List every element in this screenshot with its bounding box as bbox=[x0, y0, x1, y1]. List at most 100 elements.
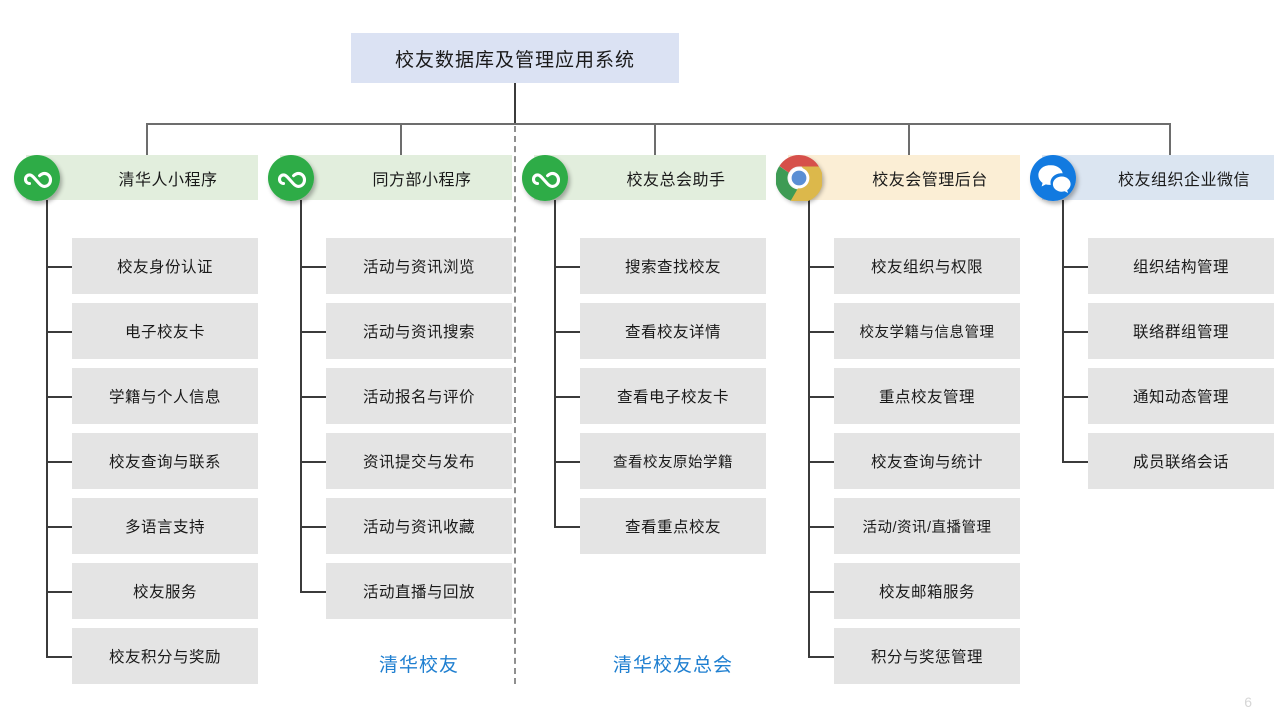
branch-elbow-connector bbox=[46, 331, 72, 333]
feature-item-box[interactable]: 查看校友原始学籍 bbox=[580, 433, 766, 489]
branch-column-alumni-association-assistant: 校友总会助手搜索查找校友查看校友详情查看电子校友卡查看校友原始学籍查看重点校友清… bbox=[516, 155, 766, 676]
branch-elbow-connector bbox=[808, 331, 834, 333]
feature-item-box[interactable]: 重点校友管理 bbox=[834, 368, 1020, 424]
branch-elbow-connector bbox=[300, 461, 326, 463]
feature-item-box[interactable]: 校友积分与奖励 bbox=[72, 628, 258, 684]
branch-elbow-connector bbox=[554, 266, 580, 268]
branch-drop-1 bbox=[146, 125, 148, 155]
branch-header-label: 校友组织企业微信 bbox=[1117, 171, 1250, 189]
wechat-miniprogram-icon bbox=[14, 155, 60, 201]
branch-drop-4 bbox=[908, 125, 910, 155]
feature-item-box[interactable]: 联络群组管理 bbox=[1088, 303, 1274, 359]
branch-caption: 清华校友总会 bbox=[612, 655, 733, 676]
feature-item-box[interactable]: 资讯提交与发布 bbox=[326, 433, 512, 489]
branch-elbow-connector bbox=[554, 396, 580, 398]
feature-item-box[interactable]: 校友组织与权限 bbox=[834, 238, 1020, 294]
branch-elbow-connector bbox=[46, 526, 72, 528]
branch-column-alumni-org-wecom: 校友组织企业微信组织结构管理联络群组管理通知动态管理成员联络会话 bbox=[1024, 155, 1274, 489]
branch-elbow-connector bbox=[46, 656, 72, 658]
feature-item-box[interactable]: 校友邮箱服务 bbox=[834, 563, 1020, 619]
feature-item-box[interactable]: 校友身份认证 bbox=[72, 238, 258, 294]
feature-item-box[interactable]: 学籍与个人信息 bbox=[72, 368, 258, 424]
branch-elbow-connector bbox=[300, 331, 326, 333]
branch-header-label: 同方部小程序 bbox=[372, 171, 472, 189]
trunk-vertical-connector bbox=[514, 83, 516, 124]
feature-item-box[interactable]: 活动报名与评价 bbox=[326, 368, 512, 424]
feature-item-box[interactable]: 校友学籍与信息管理 bbox=[834, 303, 1020, 359]
branch-elbow-connector bbox=[46, 266, 72, 268]
page-number: 6 bbox=[1244, 694, 1252, 710]
feature-item-box[interactable]: 组织结构管理 bbox=[1088, 238, 1274, 294]
branch-column-tsinghua-people-miniprogram: 清华人小程序校友身份认证电子校友卡学籍与个人信息校友查询与联系多语言支持校友服务… bbox=[8, 155, 258, 684]
wecom-icon bbox=[1030, 155, 1076, 201]
branch-elbow-connector bbox=[300, 526, 326, 528]
branch-header-background bbox=[280, 155, 512, 200]
branch-header-alumni-association-assistant[interactable]: 校友总会助手 bbox=[516, 155, 766, 201]
branch-elbow-connector bbox=[46, 461, 72, 463]
feature-item-box[interactable]: 校友服务 bbox=[72, 563, 258, 619]
branch-elbow-connector bbox=[300, 396, 326, 398]
feature-item-box[interactable]: 活动与资讯收藏 bbox=[326, 498, 512, 554]
branch-elbow-connector bbox=[1062, 396, 1088, 398]
branch-spine bbox=[300, 200, 302, 591]
branch-header-label: 校友总会助手 bbox=[626, 171, 726, 189]
branch-header-background bbox=[534, 155, 766, 200]
wechat-miniprogram-icon bbox=[522, 155, 568, 201]
trunk-horizontal-connector bbox=[146, 123, 1171, 125]
branch-elbow-connector bbox=[808, 526, 834, 528]
branch-spine bbox=[1062, 200, 1064, 461]
branch-header-background bbox=[788, 155, 1020, 200]
feature-item-box[interactable]: 校友查询与统计 bbox=[834, 433, 1020, 489]
branch-drop-3 bbox=[654, 125, 656, 155]
feature-item-box[interactable]: 查看重点校友 bbox=[580, 498, 766, 554]
branch-drop-2 bbox=[400, 125, 402, 155]
branch-caption: 清华校友 bbox=[378, 655, 459, 676]
branch-elbow-connector bbox=[300, 591, 326, 593]
branch-header-label: 清华人小程序 bbox=[118, 171, 218, 189]
branch-elbow-connector bbox=[808, 461, 834, 463]
feature-item-box[interactable]: 成员联络会话 bbox=[1088, 433, 1274, 489]
feature-item-box[interactable]: 查看校友详情 bbox=[580, 303, 766, 359]
branch-elbow-connector bbox=[808, 266, 834, 268]
feature-item-box[interactable]: 通知动态管理 bbox=[1088, 368, 1274, 424]
feature-item-box[interactable]: 积分与奖惩管理 bbox=[834, 628, 1020, 684]
branch-elbow-connector bbox=[46, 396, 72, 398]
branch-header-alumni-association-admin[interactable]: 校友会管理后台 bbox=[770, 155, 1020, 201]
feature-item-box[interactable]: 活动与资讯搜索 bbox=[326, 303, 512, 359]
branch-column-tongfangbu-miniprogram: 同方部小程序活动与资讯浏览活动与资讯搜索活动报名与评价资讯提交与发布活动与资讯收… bbox=[262, 155, 512, 676]
section-dashed-divider bbox=[514, 126, 516, 684]
branch-elbow-connector bbox=[1062, 331, 1088, 333]
feature-item-box[interactable]: 活动与资讯浏览 bbox=[326, 238, 512, 294]
feature-item-box[interactable]: 电子校友卡 bbox=[72, 303, 258, 359]
branch-elbow-connector bbox=[1062, 461, 1088, 463]
feature-item-box[interactable]: 搜索查找校友 bbox=[580, 238, 766, 294]
branch-elbow-connector bbox=[808, 591, 834, 593]
root-node-label: 校友数据库及管理应用系统 bbox=[394, 49, 635, 71]
root-node: 校友数据库及管理应用系统 bbox=[351, 33, 679, 83]
feature-item-box[interactable]: 多语言支持 bbox=[72, 498, 258, 554]
feature-item-box[interactable]: 校友查询与联系 bbox=[72, 433, 258, 489]
wechat-miniprogram-icon bbox=[268, 155, 314, 201]
branch-header-background bbox=[26, 155, 258, 200]
branch-column-alumni-association-admin: 校友会管理后台校友组织与权限校友学籍与信息管理重点校友管理校友查询与统计活动/资… bbox=[770, 155, 1020, 684]
chrome-browser-icon bbox=[776, 155, 822, 201]
branch-header-alumni-org-wecom[interactable]: 校友组织企业微信 bbox=[1024, 155, 1274, 201]
branch-spine bbox=[808, 200, 810, 656]
branch-elbow-connector bbox=[554, 526, 580, 528]
branch-elbow-connector bbox=[808, 396, 834, 398]
branch-elbow-connector bbox=[554, 331, 580, 333]
feature-item-box[interactable]: 活动/资讯/直播管理 bbox=[834, 498, 1020, 554]
branch-elbow-connector bbox=[1062, 266, 1088, 268]
branch-spine bbox=[46, 200, 48, 656]
branch-header-tsinghua-people-miniprogram[interactable]: 清华人小程序 bbox=[8, 155, 258, 201]
branch-header-background bbox=[1042, 155, 1274, 200]
branch-elbow-connector bbox=[554, 461, 580, 463]
branch-elbow-connector bbox=[808, 656, 834, 658]
branch-header-tongfangbu-miniprogram[interactable]: 同方部小程序 bbox=[262, 155, 512, 201]
feature-item-box[interactable]: 活动直播与回放 bbox=[326, 563, 512, 619]
branch-spine bbox=[554, 200, 556, 526]
branch-elbow-connector bbox=[46, 591, 72, 593]
branch-header-label: 校友会管理后台 bbox=[872, 171, 988, 189]
feature-item-box[interactable]: 查看电子校友卡 bbox=[580, 368, 766, 424]
